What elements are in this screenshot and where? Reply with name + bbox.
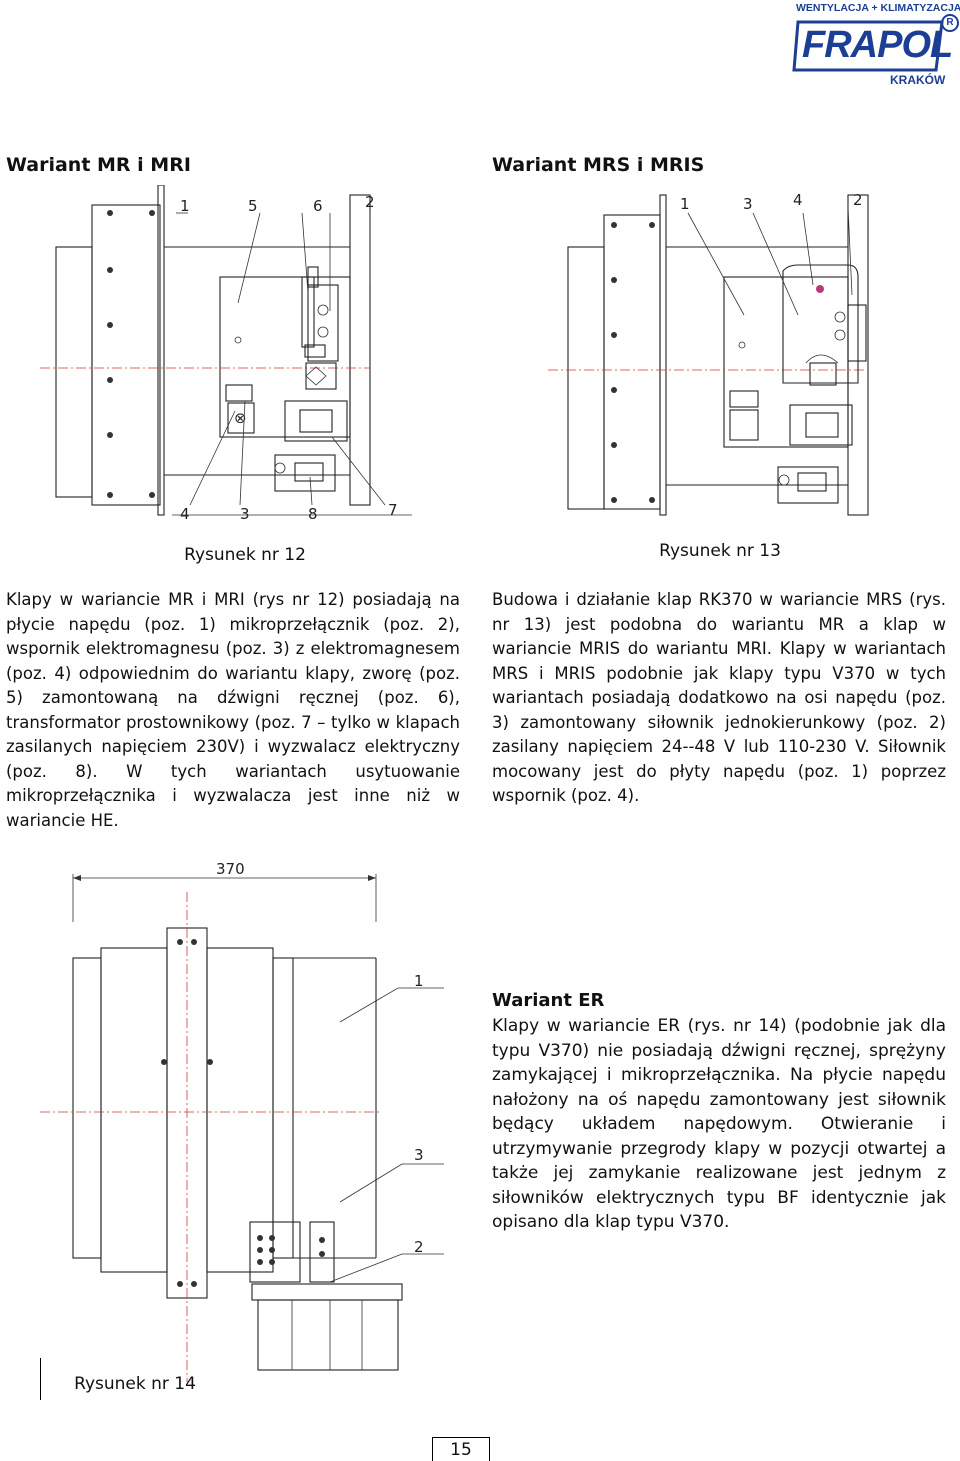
caption-rys-14-frame: Rysunek nr 14	[40, 1358, 227, 1400]
label-12-7: 7	[388, 501, 398, 519]
logo-tagline: WENTYLACJA + KLIMATYZACJA	[796, 2, 960, 14]
drawing-rys-12: ⊗ 1 5 6 2 4 3 8 7	[40, 185, 412, 523]
label-12-2: 2	[365, 193, 375, 211]
label-12-1: 1	[180, 197, 190, 215]
label-13-3: 3	[743, 195, 753, 213]
label-13-1: 1	[680, 195, 690, 213]
label-14-1: 1	[414, 972, 424, 990]
er-heading: Wariant ER	[492, 990, 605, 1011]
logo-registered: R	[941, 14, 959, 32]
page-number: 15	[450, 1440, 472, 1460]
page-number-frame: 15	[432, 1437, 490, 1461]
label-13-4: 4	[793, 191, 803, 209]
drawing-rys-14: 370 1 3 2	[40, 862, 444, 1382]
label-12-8: 8	[308, 505, 318, 523]
paragraph-mrs-mris: Budowa i działanie klap RK370 w warianci…	[492, 590, 946, 805]
left-heading: Wariant MR i MRI	[6, 154, 191, 176]
right-heading: Wariant MRS i MRIS	[492, 154, 705, 176]
logo-city: KRAKÓW	[890, 73, 946, 87]
label-12-3: 3	[240, 505, 250, 523]
company-logo: WENTYLACJA + KLIMATYZACJA FRAPOL R KRAKÓ…	[790, 0, 960, 92]
label-12-6: 6	[313, 197, 323, 215]
label-14-3: 3	[414, 1146, 424, 1164]
drawing-rys-13: 1 3 4 2	[548, 191, 869, 516]
label-12-4: 4	[180, 505, 190, 523]
caption-rys-13: Rysunek nr 13	[659, 541, 781, 561]
label-13-2: 2	[853, 191, 863, 209]
paragraph-er: Klapy w wariancie ER (rys. nr 14) (podob…	[492, 1016, 946, 1232]
caption-rys-12: Rysunek nr 12	[184, 545, 306, 565]
logo-graphic	[792, 20, 944, 72]
paragraph-mr-mri: Klapy w wariancie MR i MRI (rys nr 12) p…	[6, 590, 460, 830]
caption-rys-14: Rysunek nr 14	[74, 1374, 196, 1394]
logo-brand: FRAPOL	[802, 24, 953, 66]
label-12-5: 5	[248, 197, 258, 215]
svg-text:⊗: ⊗	[234, 409, 247, 427]
dimension-370: 370	[216, 862, 245, 878]
label-14-2: 2	[414, 1238, 424, 1256]
